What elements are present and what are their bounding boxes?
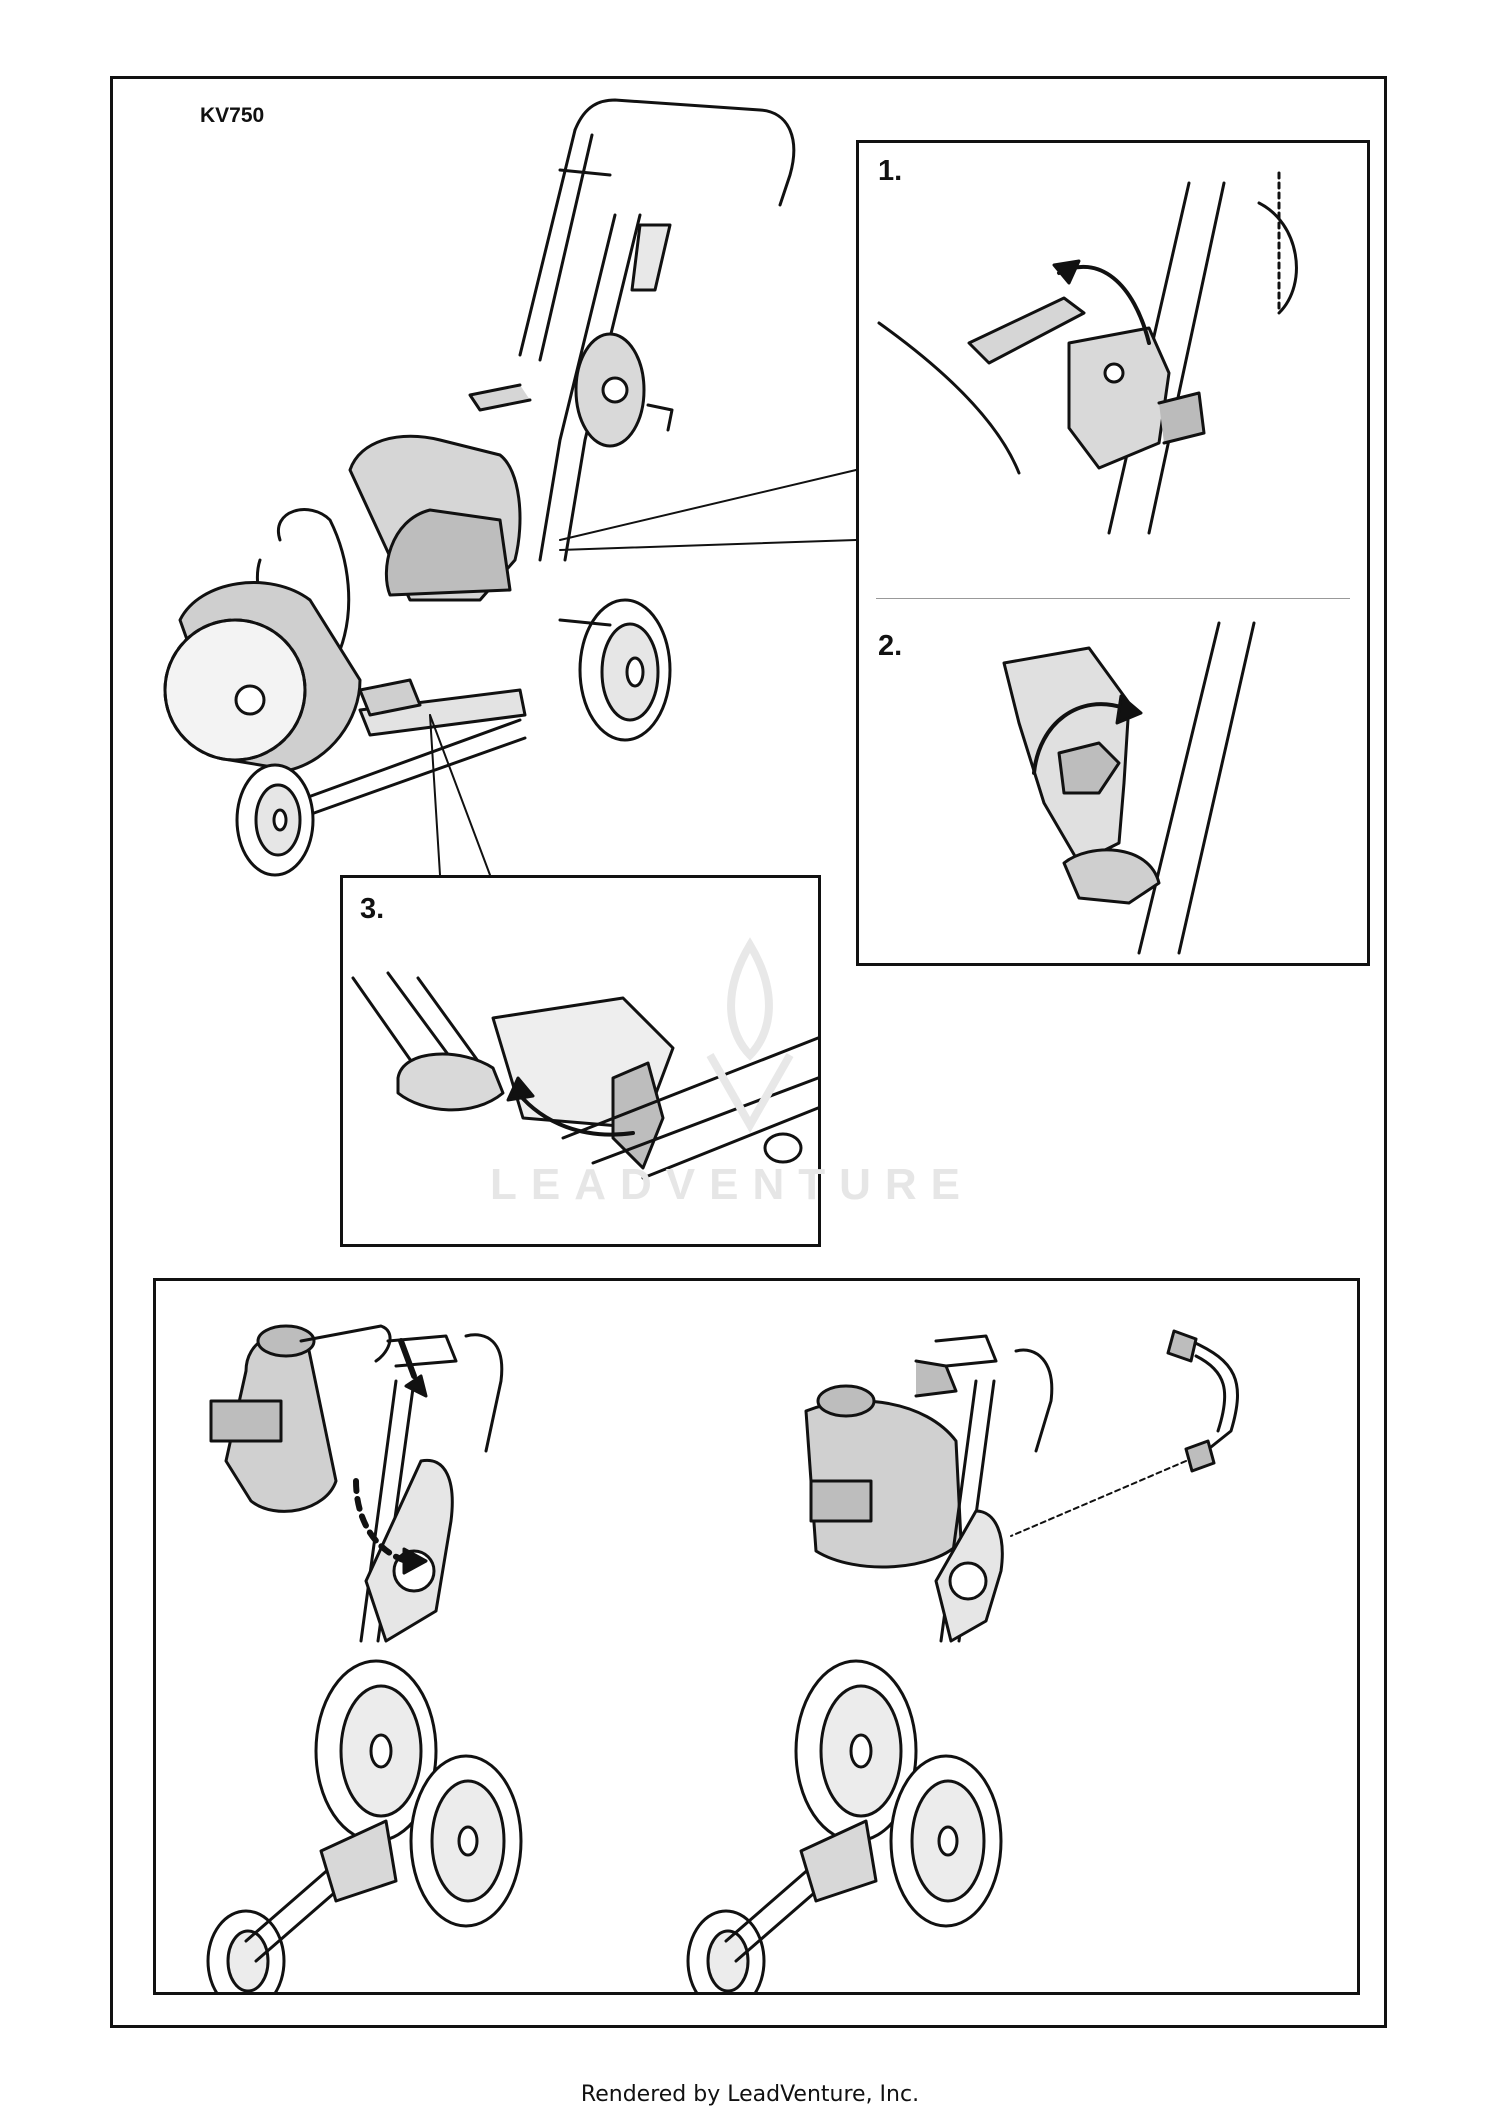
step-2-number: 2. (878, 630, 903, 662)
footer-credit: Rendered by LeadVenture, Inc. (580, 2082, 920, 2107)
detail-panel-step-3 (340, 875, 821, 1247)
step-divider (876, 598, 1350, 599)
watermark-text: LEADVENTURE (490, 1160, 975, 1209)
leadventure-logo-icon (706, 937, 794, 1134)
step-1-number: 1. (878, 155, 903, 187)
water-tank-illustration (206, 1324, 1239, 1992)
water-tank-panel (153, 1278, 1360, 1995)
model-label: KV750 (200, 104, 265, 127)
detail-illustration-3 (351, 971, 818, 1180)
detail-panel-steps-1-2 (856, 140, 1370, 966)
page-frame (110, 76, 1387, 2028)
detail-illustration-1 (877, 171, 1298, 955)
step-3-number: 3. (360, 893, 385, 925)
